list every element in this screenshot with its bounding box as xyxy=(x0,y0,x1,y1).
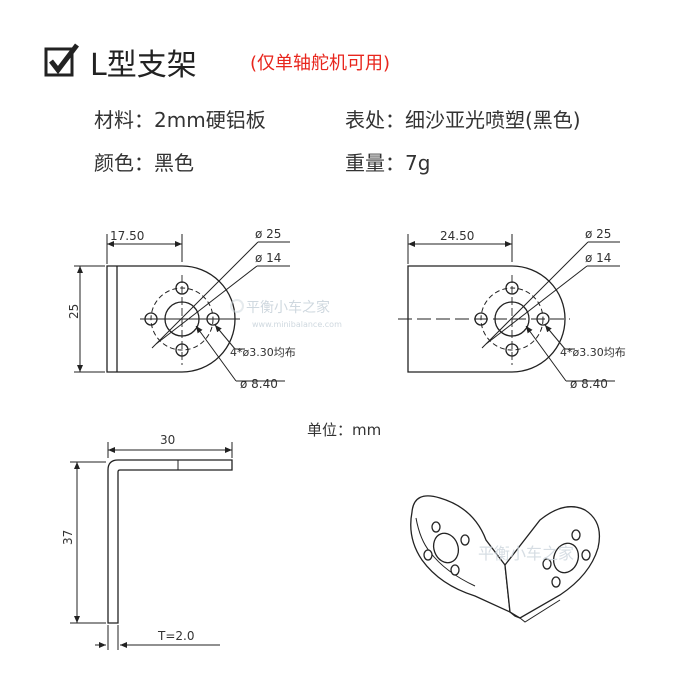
bracket-outline xyxy=(106,265,236,373)
d-center-1: ø 8.40 xyxy=(240,377,278,391)
width-dim-2: 24.50 xyxy=(440,229,474,243)
watermark-logo-1 xyxy=(230,299,244,313)
color-value: 黑色 xyxy=(154,151,194,175)
front-view-right xyxy=(398,234,620,382)
height-dim-1: 25 xyxy=(67,304,81,319)
material-value: 2mm硬铝板 xyxy=(154,108,266,132)
height-dim: 37 xyxy=(61,530,75,545)
d-outer-1: ø 25 xyxy=(255,227,281,241)
color-label: 颜色： xyxy=(94,151,154,175)
d-inner-2: ø 14 xyxy=(585,251,611,265)
finish-value: 细沙亚光喷塑(黑色) xyxy=(405,108,581,132)
finish-spec: 表处：细沙亚光喷塑(黑色) xyxy=(345,104,581,133)
d-center-2: ø 8.40 xyxy=(570,377,608,391)
checkbox-icon xyxy=(44,42,80,78)
l-profile xyxy=(107,459,233,624)
watermark-url-1: www.minibalance.com xyxy=(252,320,342,329)
weight-spec: 重量：7g xyxy=(345,147,430,176)
d-inner-1: ø 14 xyxy=(255,251,281,265)
material-spec: 材料：2mm硬铝板 xyxy=(94,104,266,133)
thickness-dim: T=2.0 xyxy=(157,629,194,643)
finish-label: 表处： xyxy=(345,108,405,132)
holes-2: 4*ø3.30均布 xyxy=(560,346,626,359)
watermark-brand-2: 平衡小车之家 xyxy=(478,544,574,563)
weight-value: 7g xyxy=(405,151,431,175)
top-dim: 30 xyxy=(160,433,175,447)
color-spec: 颜色：黑色 xyxy=(94,147,194,176)
page-title: L型支架 xyxy=(90,48,197,83)
d-outer-2: ø 25 xyxy=(585,227,611,241)
watermark-brand-1: 平衡小车之家 xyxy=(246,299,330,316)
width-dim-1: 17.50 xyxy=(110,229,144,243)
side-view xyxy=(70,442,233,650)
compatibility-note: (仅单轴舵机可用) xyxy=(250,53,391,74)
unit-label: 单位：mm xyxy=(307,421,382,439)
material-label: 材料： xyxy=(94,108,154,132)
weight-label: 重量： xyxy=(345,151,405,175)
holes-1: 4*ø3.30均布 xyxy=(230,346,296,359)
front-view-left xyxy=(74,234,290,382)
isometric-view xyxy=(410,495,601,623)
bracket-outline xyxy=(407,265,566,373)
